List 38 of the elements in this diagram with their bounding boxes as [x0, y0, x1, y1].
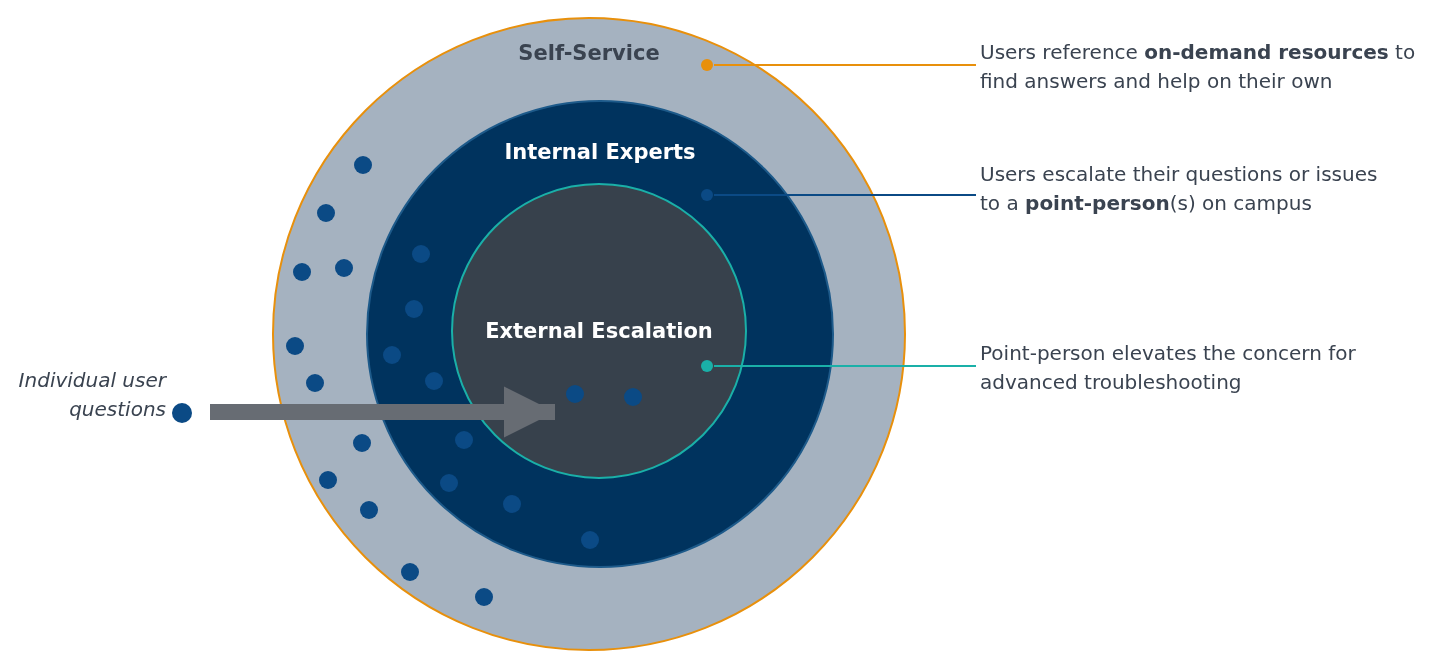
arrow — [210, 386, 555, 438]
leader-dot — [700, 359, 714, 373]
leader-line — [713, 194, 977, 196]
circle-title: Internal Experts — [503, 140, 697, 164]
question-dot — [580, 530, 600, 550]
question-dot — [382, 345, 402, 365]
question-dot — [285, 336, 305, 356]
question-dot — [353, 155, 373, 175]
question-dot — [454, 430, 474, 450]
leader-line — [713, 64, 977, 66]
annotation-text: Users escalate their questions or issues to a point-person(s) on campus — [980, 160, 1400, 218]
circle-title: External Escalation — [484, 319, 714, 343]
question-dot — [424, 371, 444, 391]
question-dot — [623, 387, 643, 407]
question-dot — [352, 433, 372, 453]
question-dot — [316, 203, 336, 223]
question-dot — [359, 500, 379, 520]
question-dot — [305, 373, 325, 393]
leader-dot — [700, 58, 714, 72]
leader-dot — [700, 188, 714, 202]
leader-line — [713, 365, 977, 367]
inner-circle — [451, 183, 747, 479]
annotation-text: Users reference on-demand resources to find answers and help on their own — [980, 38, 1430, 96]
question-dot — [565, 384, 585, 404]
annotation-text: Point-person elevates the concern for advanced troubleshooting — [980, 339, 1435, 397]
input-label: Individual user questions — [17, 367, 166, 423]
question-dot — [400, 562, 420, 582]
question-dot — [411, 244, 431, 264]
question-dot — [292, 262, 312, 282]
question-dot — [318, 470, 338, 490]
question-dot — [439, 473, 459, 493]
middle-circle — [366, 100, 834, 568]
circle-title: Self-Service — [517, 41, 661, 65]
question-dot — [474, 587, 494, 607]
question-dot — [334, 258, 354, 278]
question-dot — [502, 494, 522, 514]
outer-circle — [272, 17, 906, 651]
question-dot — [404, 299, 424, 319]
